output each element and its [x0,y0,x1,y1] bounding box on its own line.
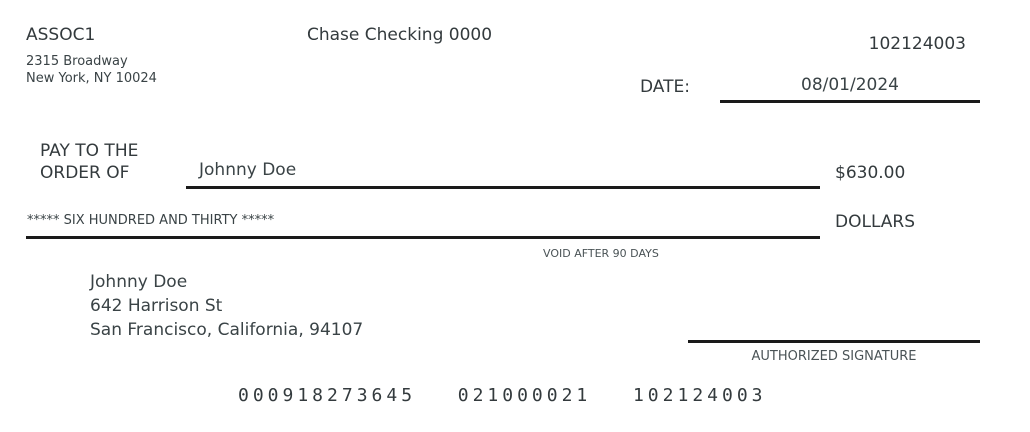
void-notice: VOID AFTER 90 DAYS [543,247,659,260]
micr-routing: 021000021 [457,385,592,406]
payer-address-line1: 2315 Broadway [26,54,128,69]
recipient-name: Johnny Doe [90,272,188,292]
amount-numeric: $630.00 [835,163,906,183]
micr-account: 000918273645 [238,385,417,406]
recipient-city: San Francisco, California, 94107 [90,320,364,340]
signature-label: AUTHORIZED SIGNATURE [751,349,917,364]
micr-check: 102124003 [632,385,767,406]
signature-line [688,340,980,343]
payee-name: Johnny Doe [199,160,297,180]
bank-account: Chase Checking 0000 [307,25,493,45]
payer-name: ASSOC1 [26,25,96,45]
pay-to-label: PAY TO THE ORDER OF [40,140,138,184]
amount-words-line [26,236,820,239]
check-number: 102124003 [868,34,966,54]
pay-to-label-line2: ORDER OF [40,163,130,183]
payer-address: 2315 Broadway New York, NY 10024 [26,53,157,87]
recipient-street: 642 Harrison St [90,296,223,316]
payer-address-line2: New York, NY 10024 [26,71,157,86]
amount-words: ***** SIX HUNDRED AND THIRTY ***** [27,213,275,228]
dollars-label: DOLLARS [835,212,916,232]
pay-to-label-line1: PAY TO THE [40,141,139,161]
date-line [720,100,980,103]
date-value: 08/01/2024 [801,75,899,95]
payee-line [186,186,820,189]
recipient-address: Johnny Doe 642 Harrison St San Francisco… [90,270,363,342]
micr-line: 000918273645 021000021 102124003 [238,385,767,406]
date-label: DATE: [640,77,690,97]
